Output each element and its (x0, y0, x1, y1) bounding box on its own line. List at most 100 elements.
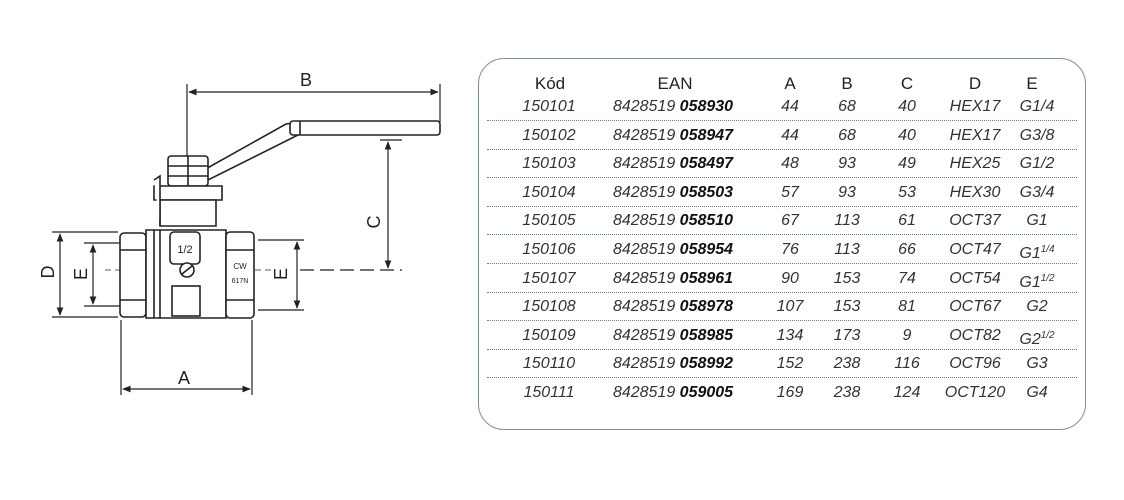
ean-suffix: 058510 (679, 212, 734, 230)
ball-valve-drawing: B C D E E A 1/2 CW 617N (38, 70, 441, 395)
cell-d: OCT120 (944, 384, 1006, 401)
dim-label-d: D (38, 266, 58, 279)
cell-e: G4 (1026, 384, 1048, 401)
cell-e: G1/4 (1019, 98, 1055, 115)
row-separator (487, 120, 1077, 121)
cell-e: G3 (1026, 355, 1048, 373)
cell-ean: 8428519 059005 (598, 379, 748, 406)
row-separator (487, 320, 1077, 322)
cell-b: 153 (833, 269, 861, 287)
ean-prefix: 8428519 (612, 384, 680, 401)
cell-d: OCT47 (949, 241, 1001, 258)
cell-code: 150105 (522, 212, 576, 230)
cell-code: 150111 (523, 384, 575, 401)
cell-a: 44 (781, 98, 799, 115)
cell-d: HEX17 (949, 98, 1001, 115)
ean-prefix: 8428519 (612, 355, 680, 373)
cell-e: G3/8 (1019, 126, 1055, 144)
cell-c: 81 (898, 298, 916, 316)
cell-code: 150101 (522, 98, 576, 115)
ean-prefix: 8428519 (612, 298, 680, 316)
cell-ean: 8428519 058961 (598, 265, 748, 292)
ean-prefix: 8428519 (612, 155, 680, 173)
row-separator (487, 177, 1077, 179)
cell-ean: 8428519 058985 (598, 322, 748, 349)
ean-suffix: 059005 (679, 384, 734, 401)
cell-c: 9 (902, 326, 912, 344)
cell-code: 150110 (522, 355, 576, 373)
cell-e: G1/2 (1019, 155, 1055, 173)
dim-label-e-left: E (71, 268, 91, 280)
cell-c: 40 (898, 126, 916, 144)
cell-c: 66 (898, 241, 916, 258)
row-separator (487, 291, 1077, 293)
cell-a: 44 (781, 126, 799, 144)
ean-prefix: 8428519 (612, 126, 680, 144)
cell-a: 134 (776, 326, 804, 344)
cell-b: 68 (838, 126, 856, 144)
ean-suffix: 058930 (679, 98, 734, 115)
body-material-marking-1: CW (233, 262, 247, 271)
dim-label-a: A (178, 368, 190, 388)
dim-label-c: C (364, 216, 384, 229)
row-separator (487, 205, 1077, 207)
body-material-marking-2: 617N (232, 278, 249, 285)
cell-e: G3/4 (1019, 183, 1055, 201)
cell-a: 90 (781, 269, 799, 287)
ean-suffix: 058961 (679, 269, 734, 287)
cell-a: 107 (776, 298, 804, 316)
cell-b: 153 (833, 298, 861, 316)
cell-e: G11/2 (1019, 272, 1055, 291)
cell-b: 238 (833, 355, 861, 373)
dimensions-table-frame (478, 58, 1086, 430)
ean-suffix: 058947 (679, 126, 734, 144)
ean-suffix: 058497 (679, 155, 734, 173)
header-c: C (900, 74, 914, 93)
cell-b: 93 (838, 155, 856, 173)
cell-c: 116 (894, 355, 920, 373)
cell-b: 113 (834, 212, 860, 230)
dim-label-e-right: E (271, 268, 291, 280)
ean-prefix: 8428519 (612, 98, 680, 115)
cell-ean: 8428519 058992 (598, 350, 748, 377)
cell-c: 74 (898, 269, 916, 287)
ean-prefix: 8428519 (612, 183, 680, 201)
ean-suffix: 058954 (679, 241, 734, 258)
cell-b: 93 (838, 183, 856, 201)
cell-c: 124 (893, 384, 921, 401)
ean-suffix: 058992 (679, 355, 734, 373)
cell-c: 61 (898, 212, 916, 230)
cell-a: 48 (781, 155, 799, 173)
cell-code: 150104 (522, 183, 576, 201)
cell-a: 76 (781, 241, 799, 258)
cell-e: G11/4 (1019, 244, 1055, 262)
row-separator (487, 377, 1077, 379)
cell-d: HEX17 (949, 126, 1001, 144)
cell-code: 150109 (522, 326, 576, 344)
cell-code: 150103 (522, 155, 576, 173)
ean-prefix: 8428519 (612, 269, 680, 287)
header-e: E (1026, 74, 1038, 93)
cell-d: HEX30 (949, 183, 1001, 201)
header-code: Kód (534, 74, 566, 93)
cell-e: G1 (1026, 212, 1048, 230)
cell-d: OCT37 (949, 212, 1001, 230)
cell-code: 150106 (522, 241, 576, 258)
cell-c: 40 (898, 98, 916, 115)
cell-c: 49 (898, 155, 916, 173)
cell-d: OCT96 (949, 355, 1001, 373)
ean-prefix: 8428519 (612, 326, 680, 344)
dim-label-b: B (300, 70, 312, 90)
cell-d: OCT67 (949, 298, 1001, 316)
row-separator (487, 234, 1077, 236)
